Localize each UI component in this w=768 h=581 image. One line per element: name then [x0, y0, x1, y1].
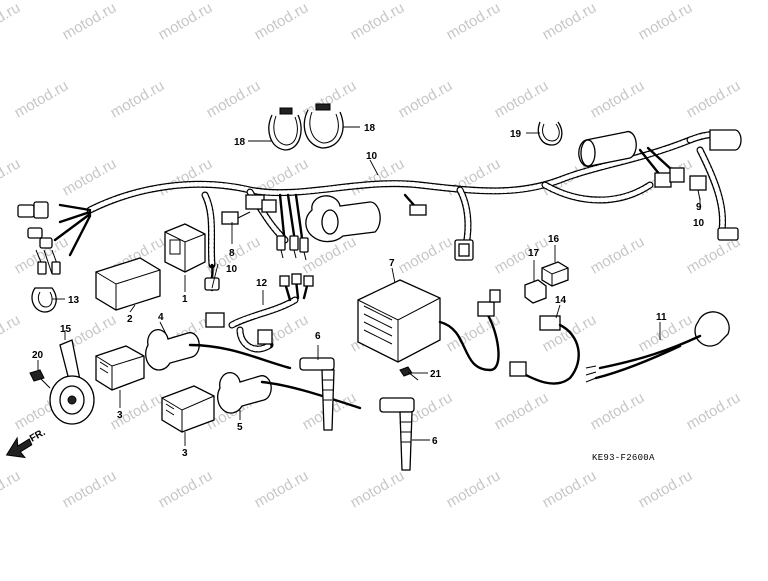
- bolt-part-21: [399, 366, 419, 381]
- regulator-part-7: [357, 279, 501, 372]
- callout-10-right: 10: [693, 218, 705, 229]
- callout-10-left: 10: [226, 264, 238, 275]
- harness-left-connectors: [17, 201, 61, 275]
- watermark-text: motod.ru: [588, 233, 648, 277]
- watermark-text: motod.ru: [0, 311, 23, 355]
- callout-9: 9: [696, 202, 702, 213]
- watermark-text: motod.ru: [0, 467, 23, 511]
- watermark-text: motod.ru: [252, 0, 312, 43]
- watermark-layer: motod.ru motod.ru motod.ru motod.ru motod.ru…: [0, 0, 743, 511]
- clamp-19: [537, 121, 563, 146]
- watermark-text: motod.ru: [396, 77, 456, 121]
- callout-6-upper: 6: [315, 331, 321, 342]
- callout-7: 7: [389, 258, 395, 269]
- watermark-text: motod.ru: [60, 155, 120, 199]
- callout-3-lower: 3: [182, 448, 188, 459]
- harness-upper-connectors: [245, 129, 742, 261]
- watermark-text: motod.ru: [12, 77, 72, 121]
- watermark-text: motod.ru: [0, 0, 23, 43]
- callout-11: 11: [656, 312, 667, 323]
- relay-part-1: [164, 223, 206, 273]
- callout-21: 21: [430, 369, 442, 380]
- callout-16: 16: [548, 234, 560, 245]
- watermark-text: motod.ru: [636, 0, 696, 43]
- drawing-code: KE93-F2600A: [592, 453, 655, 463]
- watermark-text: motod.ru: [540, 467, 600, 511]
- connector-part-17: [524, 279, 547, 304]
- horn-part-15: [49, 339, 95, 425]
- callout-10-main: 10: [366, 151, 378, 162]
- callout-labels: 18 18 19 10 8 10 1 2 13 15 20 3 3 4 5 6 …: [32, 123, 705, 459]
- callout-15: 15: [60, 324, 72, 335]
- watermark-text: motod.ru: [156, 467, 216, 511]
- watermark-text: motod.ru: [0, 155, 23, 199]
- connector-part-9: [689, 175, 707, 201]
- watermark-text: motod.ru: [252, 467, 312, 511]
- watermark-text: motod.ru: [684, 77, 744, 121]
- clamp-18-left: [268, 107, 302, 151]
- plug-cap-6-lower: [379, 397, 415, 471]
- bolt-part-20: [29, 369, 51, 389]
- callout-18-left: 18: [234, 137, 246, 148]
- watermark-text: motod.ru: [444, 467, 504, 511]
- front-direction-marker: FR.: [5, 427, 48, 459]
- connector-part-8: [221, 211, 251, 225]
- leader-lines: [37, 126, 701, 446]
- watermark-text: motod.ru: [204, 77, 264, 121]
- callout-13: 13: [68, 295, 80, 306]
- callout-5: 5: [237, 422, 243, 433]
- watermark-text: motod.ru: [60, 467, 120, 511]
- clamp-part-13: [31, 287, 57, 313]
- watermark-text: motod.ru: [636, 467, 696, 511]
- ignition-coil-3-upper: [95, 345, 145, 391]
- watermark-text: motod.ru: [444, 0, 504, 43]
- sub-harness-part-12: [205, 273, 314, 353]
- callout-19: 19: [510, 129, 522, 140]
- watermark-text: motod.ru: [348, 155, 408, 199]
- callout-20: 20: [32, 350, 44, 361]
- callout-3-upper: 3: [117, 410, 123, 421]
- watermark-text: motod.ru: [156, 0, 216, 43]
- coil-part-5: [217, 371, 362, 414]
- watermark-text: motod.ru: [492, 77, 552, 121]
- callout-2: 2: [127, 314, 133, 325]
- coil-part-4: [145, 328, 292, 371]
- callout-8: 8: [229, 248, 235, 259]
- watermark-text: motod.ru: [108, 77, 168, 121]
- callout-6-lower: 6: [432, 436, 438, 447]
- ignition-coil-3-lower: [161, 385, 215, 433]
- sub-wire-part-14: [509, 315, 580, 385]
- callout-4: 4: [158, 312, 164, 323]
- callout-14: 14: [555, 295, 567, 306]
- clamp-18-right: [303, 103, 344, 149]
- module-part-2: [95, 257, 161, 311]
- callout-12: 12: [256, 278, 268, 289]
- connector-part-16: [541, 261, 569, 287]
- watermark-text: motod.ru: [348, 467, 408, 511]
- watermark-text: motod.ru: [396, 233, 456, 277]
- watermark-text: motod.ru: [588, 77, 648, 121]
- watermark-text: motod.ru: [684, 389, 744, 433]
- watermark-text: motod.ru: [492, 389, 552, 433]
- watermark-text: motod.ru: [60, 0, 120, 43]
- watermark-text: motod.ru: [348, 0, 408, 43]
- watermark-text: motod.ru: [540, 0, 600, 43]
- callout-1: 1: [182, 294, 188, 305]
- front-marker-label: FR.: [28, 427, 48, 445]
- plug-cap-6-upper: [299, 357, 335, 431]
- callout-18-right: 18: [364, 123, 376, 134]
- callout-17: 17: [528, 248, 540, 259]
- watermark-text: motod.ru: [588, 389, 648, 433]
- sub-harness-part-11: [585, 311, 730, 383]
